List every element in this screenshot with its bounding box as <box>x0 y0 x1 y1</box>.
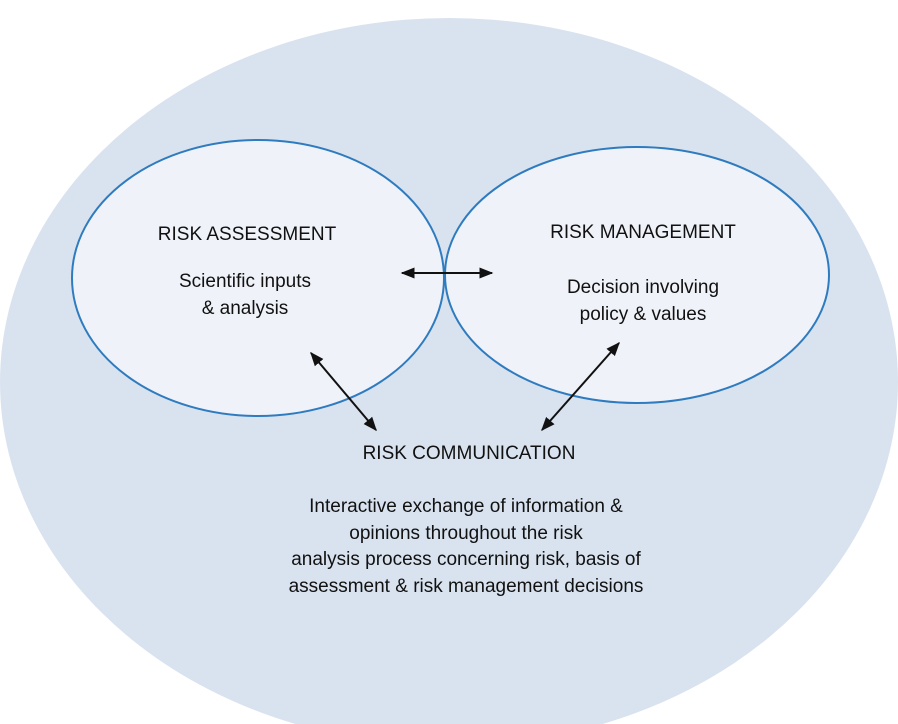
risk-communication-line: analysis process concerning risk, basis … <box>291 549 641 570</box>
risk-communication-line: opinions throughout the risk <box>349 523 583 544</box>
risk-communication-title: RISK COMMUNICATION <box>362 443 576 464</box>
risk-management-line: policy & values <box>579 304 707 325</box>
risk-assessment-title: RISK ASSESSMENT <box>157 224 337 245</box>
risk-communication-line: Interactive exchange of information & <box>309 496 623 517</box>
risk-assessment-line: Scientific inputs <box>178 271 312 292</box>
assessment-communication-arrow <box>310 351 377 432</box>
management-communication-arrow <box>541 341 620 432</box>
risk-management-line: Decision involving <box>566 277 720 298</box>
risk-management-title: RISK MANAGEMENT <box>550 222 736 243</box>
risk-communication-line: assessment & risk management decisions <box>288 576 644 597</box>
risk-assessment-line: & analysis <box>201 298 289 319</box>
